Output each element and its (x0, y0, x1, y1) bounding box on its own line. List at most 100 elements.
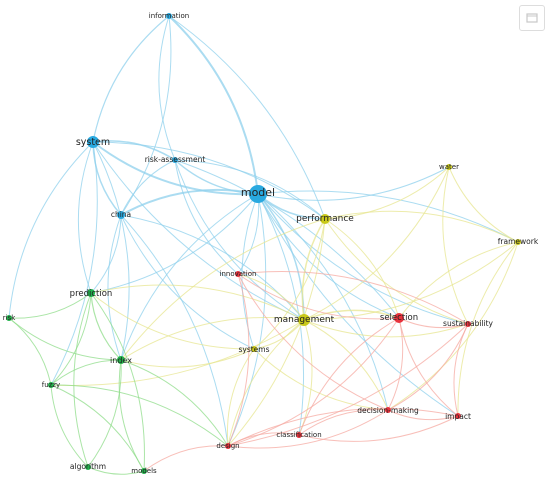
edge-model-prediction (90, 193, 259, 294)
node-label-risk-assessment[interactable]: risk-assessment (145, 155, 206, 164)
edge-fuzzy-models (50, 384, 145, 472)
node-system[interactable]: system (76, 136, 110, 148)
node-circle-models[interactable] (141, 468, 147, 474)
node-design[interactable]: design (216, 442, 239, 450)
node-classification[interactable]: classification (276, 431, 321, 439)
edge-management-decision-making (303, 319, 389, 411)
expand-button[interactable] (519, 5, 545, 31)
node-label-design[interactable]: design (216, 442, 239, 450)
node-label-models[interactable]: models (131, 467, 157, 475)
node-label-index[interactable]: index (110, 356, 132, 365)
edge-framework-selection (398, 241, 519, 319)
edge-risk-assessment-selection (174, 159, 400, 319)
node-fuzzy[interactable]: fuzzy (42, 381, 60, 389)
node-circle-fuzzy[interactable] (48, 382, 54, 388)
node-risk[interactable]: risk (3, 314, 16, 322)
edge-impact-classification (298, 415, 459, 442)
edge-china-prediction (90, 214, 122, 294)
node-circle-framework[interactable] (515, 239, 521, 245)
edge-model-impact (257, 193, 459, 417)
edge-management-selection (303, 309, 400, 321)
node-label-model[interactable]: model (241, 186, 275, 199)
node-label-management[interactable]: management (274, 315, 335, 325)
node-label-classification[interactable]: classification (276, 431, 321, 439)
node-china[interactable]: china (111, 210, 131, 219)
node-circle-risk-assessment[interactable] (172, 157, 178, 163)
node-label-prediction[interactable]: prediction (70, 289, 113, 299)
node-circle-impact[interactable] (455, 413, 461, 419)
edge-information-china (120, 15, 172, 216)
node-model[interactable]: model (241, 185, 275, 203)
node-risk-assessment[interactable]: risk-assessment (145, 155, 206, 164)
edge-china-systems (120, 214, 255, 350)
node-circle-water[interactable] (446, 164, 452, 170)
edge-decision-making-classification (298, 409, 389, 436)
node-framework[interactable]: framework (498, 237, 539, 246)
node-circle-china[interactable] (117, 211, 125, 219)
edge-selection-impact (398, 317, 459, 417)
node-innovation[interactable]: innovation (220, 270, 257, 278)
node-impact[interactable]: impact (445, 412, 471, 421)
edge-risk-assessment-performance (174, 159, 326, 220)
edge-management-design (227, 319, 305, 447)
node-performance[interactable]: performance (296, 214, 354, 224)
node-circle-index[interactable] (117, 356, 125, 364)
node-circle-selection[interactable] (394, 313, 404, 323)
edge-framework-impact (457, 241, 519, 417)
node-label-framework[interactable]: framework (498, 237, 539, 246)
edge-sustainability-impact (453, 323, 469, 417)
node-circle-model[interactable] (249, 185, 267, 203)
node-systems[interactable]: systems (238, 345, 269, 354)
node-sustainability[interactable]: sustainability (443, 319, 493, 328)
node-selection[interactable]: selection (380, 313, 418, 323)
node-circle-risk[interactable] (6, 315, 12, 321)
node-label-algorithm[interactable]: algorithm (70, 462, 106, 471)
node-circle-systems[interactable] (251, 346, 257, 352)
edge-design-models (143, 445, 229, 472)
edge-model-sustainability (257, 193, 469, 325)
edge-systems-design (226, 348, 255, 447)
edge-management-fuzzy (50, 319, 305, 386)
node-circle-decision-making[interactable] (385, 407, 391, 413)
node-circle-sustainability[interactable] (465, 321, 471, 327)
node-label-china[interactable]: china (111, 210, 131, 219)
node-label-risk[interactable]: risk (3, 314, 16, 322)
node-label-fuzzy[interactable]: fuzzy (42, 381, 60, 389)
node-label-performance[interactable]: performance (296, 214, 354, 224)
node-index[interactable]: index (110, 356, 132, 365)
edge-selection-decision-making (387, 317, 404, 411)
node-information[interactable]: information (149, 12, 189, 20)
node-prediction[interactable]: prediction (70, 289, 113, 299)
node-label-sustainability[interactable]: sustainability (443, 319, 493, 328)
node-circle-prediction[interactable] (87, 289, 95, 297)
node-label-impact[interactable]: impact (445, 412, 471, 421)
edge-index-algorithm (87, 359, 122, 468)
node-circle-management[interactable] (298, 314, 310, 326)
node-algorithm[interactable]: algorithm (70, 462, 106, 471)
node-circle-innovation[interactable] (235, 271, 241, 277)
node-circle-information[interactable] (166, 13, 172, 19)
node-decision-making[interactable]: decision-making (357, 406, 419, 415)
node-circle-design[interactable] (225, 443, 231, 449)
node-circle-classification[interactable] (296, 432, 302, 438)
edge-information-performance (168, 15, 326, 220)
node-label-selection[interactable]: selection (380, 313, 418, 323)
node-models[interactable]: models (131, 467, 157, 475)
node-management[interactable]: management (274, 314, 335, 326)
node-label-information[interactable]: information (149, 12, 189, 20)
edge-model-risk-assessment (174, 159, 259, 195)
edge-prediction-index (90, 292, 122, 361)
node-label-water[interactable]: water (439, 163, 459, 171)
node-circle-performance[interactable] (320, 214, 330, 224)
node-label-decision-making[interactable]: decision-making (357, 406, 419, 415)
node-water[interactable]: water (439, 163, 459, 171)
edge-performance-water (324, 166, 450, 220)
node-label-systems[interactable]: systems (238, 345, 269, 354)
node-label-innovation[interactable]: innovation (220, 270, 257, 278)
node-circle-algorithm[interactable] (85, 464, 91, 470)
node-label-system[interactable]: system (76, 137, 110, 148)
edge-index-fuzzy (50, 359, 122, 386)
node-circle-system[interactable] (87, 136, 99, 148)
